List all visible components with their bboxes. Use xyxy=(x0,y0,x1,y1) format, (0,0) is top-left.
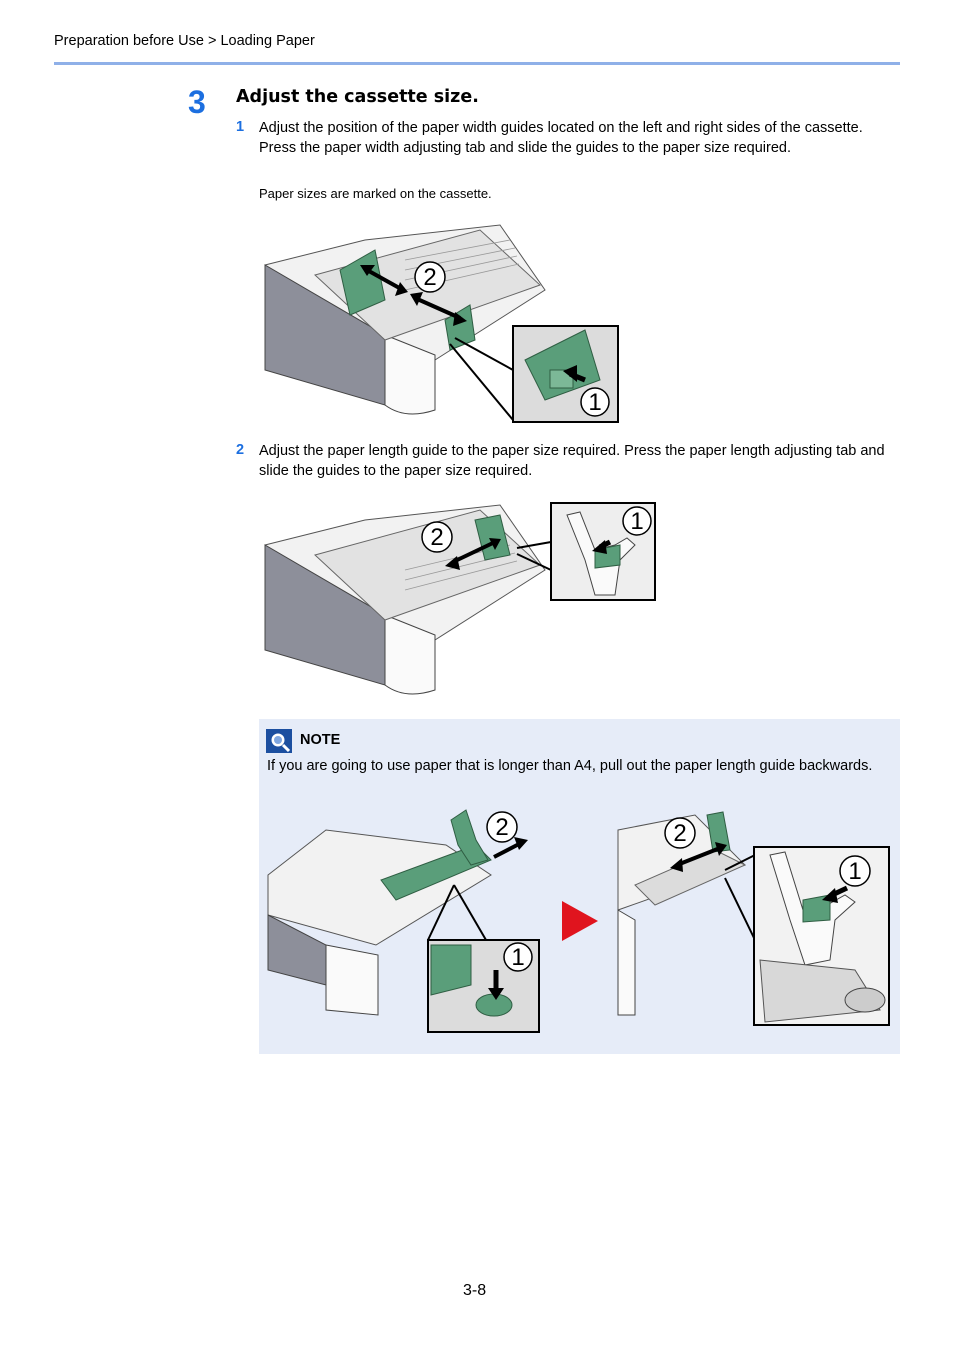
substep-number-1: 1 xyxy=(236,119,245,135)
page-number: 3-8 xyxy=(463,1282,487,1299)
next-step-arrow-icon xyxy=(562,901,598,941)
length-guide-extended-figure: 2 1 xyxy=(617,811,890,1026)
callout-2: 2 xyxy=(673,820,686,847)
cassette-length-guide-figure: 2 1 xyxy=(264,502,656,695)
note-text: If you are going to use paper that is lo… xyxy=(267,758,873,774)
substep-text-1: Adjust the position of the paper width g… xyxy=(259,120,863,156)
length-guide-pull-figure: 2 1 xyxy=(267,809,540,1033)
callout-2: 2 xyxy=(495,814,508,841)
substep-text-2: Adjust the paper length guide to the pap… xyxy=(259,443,885,479)
callout-2: 2 xyxy=(423,264,436,291)
breadcrumb: Preparation before Use > Loading Paper xyxy=(54,33,315,49)
callout-2: 2 xyxy=(430,524,443,551)
callout-1: 1 xyxy=(848,858,861,885)
callout-1: 1 xyxy=(630,508,643,535)
callout-1: 1 xyxy=(511,944,524,971)
substep-note: Paper sizes are marked on the cassette. xyxy=(259,186,492,201)
callout-1: 1 xyxy=(588,389,601,416)
note-icon xyxy=(266,729,292,753)
step-title: Adjust the cassette size. xyxy=(236,87,479,107)
step-number: 3 xyxy=(188,84,206,120)
cassette-width-guide-figure: 2 1 xyxy=(264,224,619,423)
substep-number-2: 2 xyxy=(236,442,245,458)
header-divider xyxy=(54,62,900,65)
note-title: NOTE xyxy=(300,732,341,748)
